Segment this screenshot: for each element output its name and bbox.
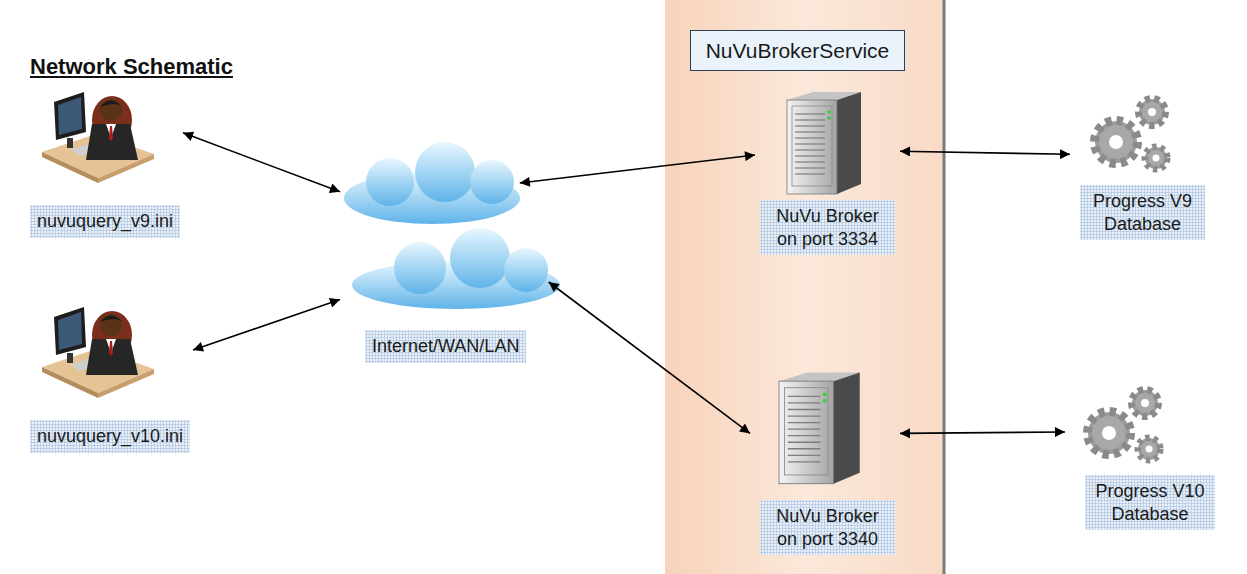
user-icon [42, 307, 154, 398]
client-node: nuvuquery_v10.ini [30, 290, 193, 468]
broker-label: NuVu Broker on port 3334 [760, 200, 895, 255]
database-node: Progress V10 Database [1065, 380, 1217, 535]
title-slot: Network Schematic [30, 54, 233, 80]
text-slot: NuVuBrokerService [690, 30, 905, 71]
text-slot: Internet/WAN/LAN [365, 330, 526, 363]
service-panel [665, 0, 945, 574]
connector-arrow [900, 432, 1065, 433]
server-icon [779, 372, 860, 483]
text-slot: nuvuquery_v9.ini [30, 205, 180, 238]
connector-arrow [193, 300, 340, 350]
panel-edge [943, 0, 946, 574]
diagram-title: Network Schematic [30, 54, 233, 80]
connector-arrow [183, 133, 340, 192]
database-gears [1088, 390, 1160, 460]
database-node: Progress V9 Database [1070, 92, 1210, 244]
connector-arrow [549, 282, 750, 433]
server-icon [787, 92, 861, 194]
text-slot: nuvuquery_v10.ini [30, 420, 190, 453]
ini-file-label: nuvuquery_v9.ini [30, 205, 180, 238]
service-heading: NuVuBrokerService [690, 30, 905, 71]
broker-server: NuVu Broker on port 3334 [755, 88, 900, 274]
cloud-icon [344, 142, 520, 224]
database-label: Progress V10 Database [1085, 475, 1215, 530]
database-label: Progress V9 Database [1080, 185, 1205, 240]
connector-arrow [520, 155, 755, 183]
network-cloud: Internet/WAN/LAN [340, 150, 562, 370]
text-slot: Progress V9 Database [1080, 185, 1205, 240]
text-slot: NuVu Broker on port 3334 [760, 200, 895, 255]
text-slot: Progress V10 Database [1085, 475, 1215, 530]
client-node: nuvuquery_v9.ini [30, 75, 183, 245]
text-slot: NuVu Broker on port 3340 [760, 500, 895, 555]
user-icon [42, 92, 154, 183]
broker-label: NuVu Broker on port 3340 [760, 500, 895, 555]
broker-server: NuVu Broker on port 3340 [750, 362, 900, 572]
database-gears [1095, 99, 1167, 169]
ini-file-label: nuvuquery_v10.ini [30, 420, 190, 453]
network-label: Internet/WAN/LAN [365, 330, 526, 363]
cloud-icon [352, 228, 560, 309]
service-band: NuVuBrokerServiceNuVu Broker on port 333… [665, 0, 945, 574]
connector-arrow [900, 151, 1070, 154]
